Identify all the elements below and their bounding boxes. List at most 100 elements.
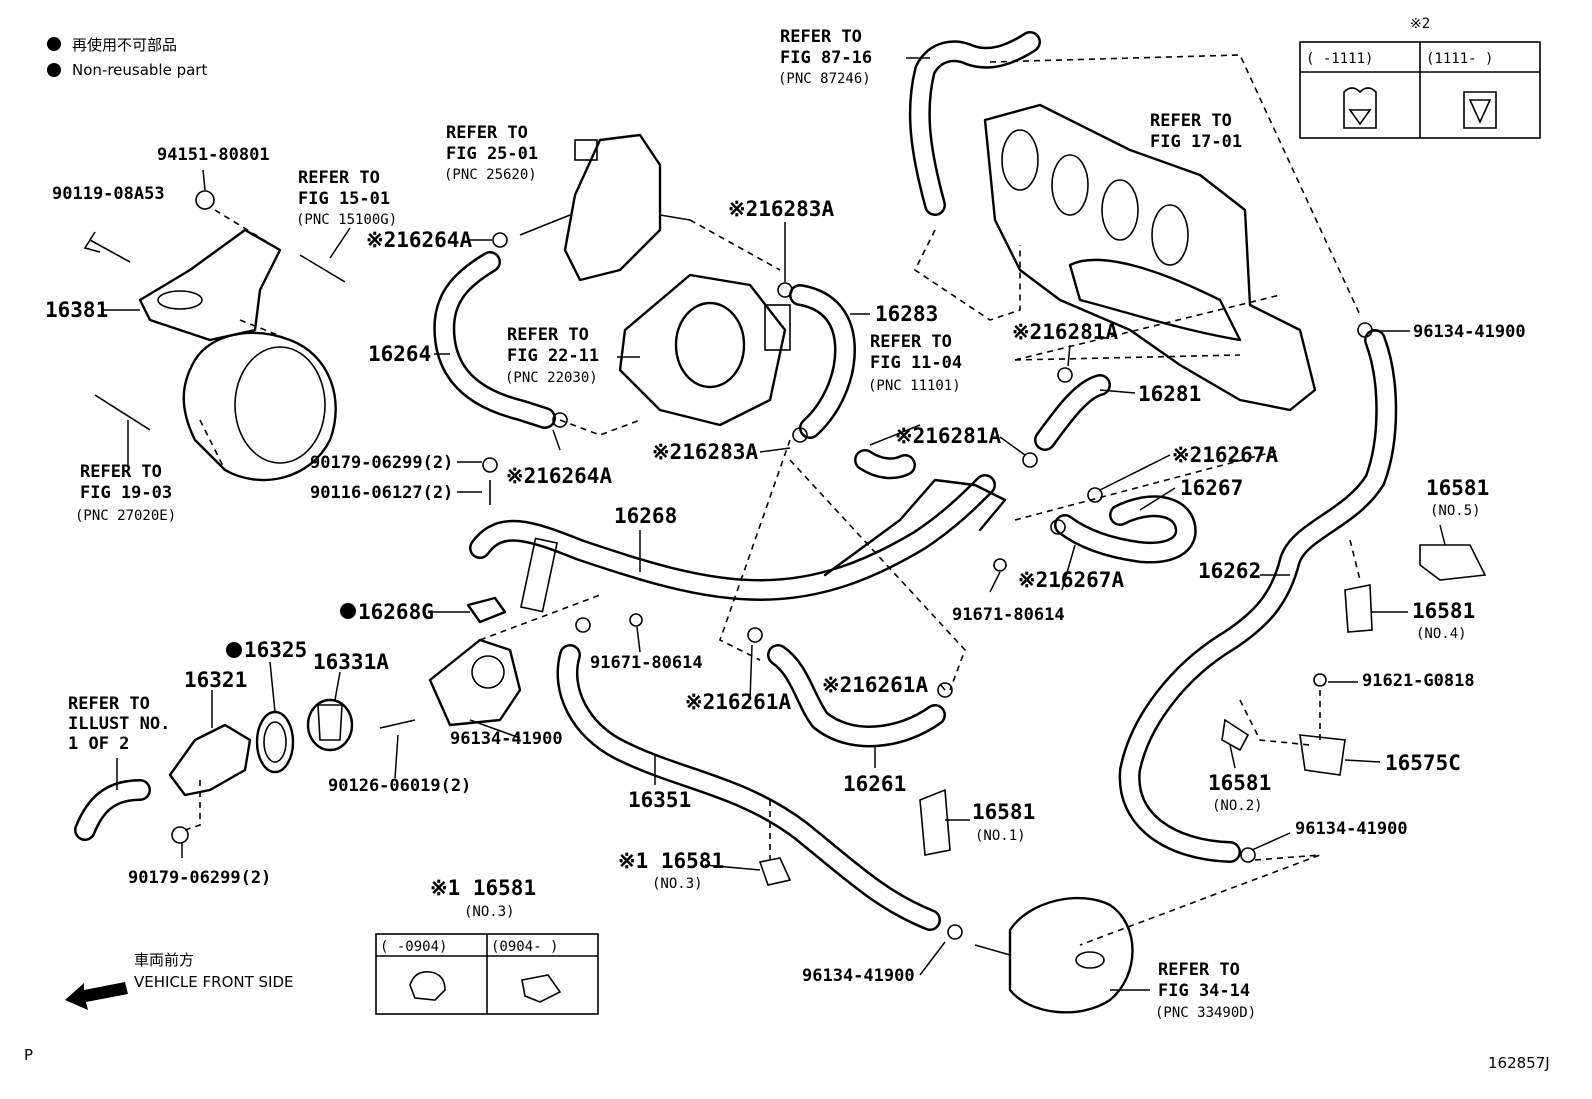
part-label-16281A-top: ※216281A xyxy=(1012,320,1118,344)
part-label-16261A-left: ※216261A xyxy=(685,690,791,714)
clip-no3-new-icon xyxy=(521,974,562,1003)
part-label-90116: 90116-06127(2) xyxy=(310,483,453,503)
part-label-16581-no2: 16581 xyxy=(1208,771,1271,795)
ref-fig1701-l2: FIG 17-01 xyxy=(1150,132,1242,152)
part-label-16325: 16325 xyxy=(244,638,307,662)
table-bottom-sub: (NO.3) xyxy=(464,904,515,920)
part-label-16264A-bottom: ※216264A xyxy=(506,464,612,488)
assembly-lines xyxy=(184,54,1361,946)
part-label-16581-no5-sub: (NO.5) xyxy=(1430,503,1481,519)
part-label-90179-a: 90179-06299(2) xyxy=(310,453,453,473)
ref-fig3414-l1: REFER TO xyxy=(1158,960,1240,980)
part-label-16575C: 16575C xyxy=(1385,751,1461,775)
part-label-16267: 16267 xyxy=(1180,476,1243,500)
part-label-16268: 16268 xyxy=(614,504,677,528)
part-label-16351: 16351 xyxy=(628,788,691,812)
table-top-col2: (1111- ) xyxy=(1426,51,1493,67)
ref-fig2501-l3: (PNC 25620) xyxy=(444,167,537,183)
part-label-16381: 16381 xyxy=(45,298,108,322)
reference-labels: REFER TO FIG 87-16 (PNC 87246) REFER TO … xyxy=(68,27,1256,1021)
table-bottom-col2: (0904- ) xyxy=(491,939,558,955)
part-label-90179-b: 90179-06299(2) xyxy=(128,868,271,888)
ref-fig8716-l2: FIG 87-16 xyxy=(780,48,872,68)
part-label-16581-no4-sub: (NO.4) xyxy=(1416,626,1467,642)
part-label-91671-a: 91671-80614 xyxy=(590,653,703,673)
ref-fig2211-l3: (PNC 22030) xyxy=(505,370,598,386)
part-label-16581-no2-sub: (NO.2) xyxy=(1212,798,1263,814)
non-reusable-bullet-icon xyxy=(47,37,61,51)
leader-lines xyxy=(103,57,1446,991)
ref-fig3414-l3: (PNC 33490D) xyxy=(1155,1005,1256,1021)
ref-fig2211-l2: FIG 22-11 xyxy=(507,346,599,366)
part-label-16581-no3: ※1 16581 xyxy=(618,849,724,873)
part-label-16262: 16262 xyxy=(1198,559,1261,583)
variant-table-bottom: ※1 16581 (NO.3) ( -0904) (0904- ) xyxy=(375,876,599,1015)
ref-fig1903-l2: FIG 19-03 xyxy=(80,483,172,503)
table-bottom-title: ※1 16581 xyxy=(430,876,536,900)
ref-illust-l1: REFER TO xyxy=(68,694,150,714)
part-label-16581-no3-sub: (NO.3) xyxy=(652,876,703,892)
direction-en: VEHICLE FRONT SIDE xyxy=(134,973,294,991)
ref-fig1701-l1: REFER TO xyxy=(1150,111,1232,131)
clip-old-icon xyxy=(1343,87,1377,129)
part-label-90119: 90119-08A53 xyxy=(52,184,165,204)
part-label-16581-no5: 16581 xyxy=(1426,476,1489,500)
ref-fig3414-l2: FIG 34-14 xyxy=(1158,981,1250,1001)
ref-illust-l3: 1 OF 2 xyxy=(68,734,129,754)
diagram-code: 162857J xyxy=(1488,1054,1550,1072)
part-label-16268G: 16268G xyxy=(358,600,434,624)
ref-fig2211-l1: REFER TO xyxy=(507,325,589,345)
ref-illust-l2: ILLUST NO. xyxy=(68,714,170,734)
ref-fig2501-l2: FIG 25-01 xyxy=(446,144,538,164)
part-label-91621: 91621-G0818 xyxy=(1362,671,1475,691)
part-label-96134-right: 96134-41900 xyxy=(1413,322,1526,342)
ref-fig2501-l1: REFER TO xyxy=(446,123,528,143)
ref-fig1104-l1: REFER TO xyxy=(870,332,952,352)
part-label-16264A-top: ※216264A xyxy=(366,228,472,252)
part-label-16267A-top: ※216267A xyxy=(1172,443,1278,467)
direction-jp: 車両前方 xyxy=(134,951,194,969)
part-label-16321: 16321 xyxy=(184,668,247,692)
ref-fig1104-l2: FIG 11-04 xyxy=(870,353,962,373)
part-label-16283A-bottom: ※216283A xyxy=(652,440,758,464)
table-top-col1: ( -1111) xyxy=(1306,51,1373,67)
ref-fig8716-l1: REFER TO xyxy=(780,27,862,47)
variant-table-top: ※2 ( -1111) (1111- ) xyxy=(1299,16,1541,139)
clip-new-icon xyxy=(1463,91,1497,129)
ref-fig1501-l3: (PNC 15100G) xyxy=(296,212,397,228)
clip-no3-old-icon xyxy=(409,970,446,1001)
part-label-16261: 16261 xyxy=(843,772,906,796)
legend-jp: 再使用不可部品 xyxy=(72,36,177,54)
table-top-title: ※2 xyxy=(1410,16,1430,32)
part-label-91671-b: 91671-80614 xyxy=(952,605,1065,625)
ref-fig8716-l3: (PNC 87246) xyxy=(778,71,871,87)
ref-fig1903-l1: REFER TO xyxy=(80,462,162,482)
part-label-16331A: 16331A xyxy=(313,650,389,674)
part-label-96134-bottom-right: 96134-41900 xyxy=(1295,819,1408,839)
part-labels: 94151-80801 90119-08A53 16381 ※216264A 1… xyxy=(45,145,1526,986)
direction-indicator: 車両前方 VEHICLE FRONT SIDE xyxy=(65,951,294,1010)
part-label-16261A-right: ※216261A xyxy=(822,673,928,697)
legend-en: Non-reusable part xyxy=(72,61,207,79)
part-label-16283: 16283 xyxy=(875,302,938,326)
part-label-96134-bottom: 96134-41900 xyxy=(802,966,915,986)
part-label-96134-mid: 96134-41900 xyxy=(450,729,563,749)
part-label-16283A-top: ※216283A xyxy=(728,197,834,221)
non-reusable-bullet-icon xyxy=(340,603,356,619)
part-label-16581-no1-sub: (NO.1) xyxy=(975,828,1026,844)
part-label-16581-no4: 16581 xyxy=(1412,599,1475,623)
arrow-left-icon xyxy=(65,982,128,1010)
part-label-90126: 90126-06019(2) xyxy=(328,776,471,796)
part-label-94151: 94151-80801 xyxy=(157,145,270,165)
non-reusable-bullet-icon xyxy=(47,63,61,77)
parts-drawing xyxy=(74,31,1487,1014)
ref-fig1903-l3: (PNC 27020E) xyxy=(75,508,176,524)
ref-fig1104-l3: (PNC 11101) xyxy=(868,378,961,394)
part-label-16267A-bottom: ※216267A xyxy=(1018,568,1124,592)
legend: 再使用不可部品 Non-reusable part xyxy=(47,36,207,79)
footer-left-mark: P xyxy=(24,1046,33,1064)
ref-fig1501-l1: REFER TO xyxy=(298,168,380,188)
table-bottom-col1: ( -0904) xyxy=(380,939,447,955)
part-label-16581-no1: 16581 xyxy=(972,800,1035,824)
